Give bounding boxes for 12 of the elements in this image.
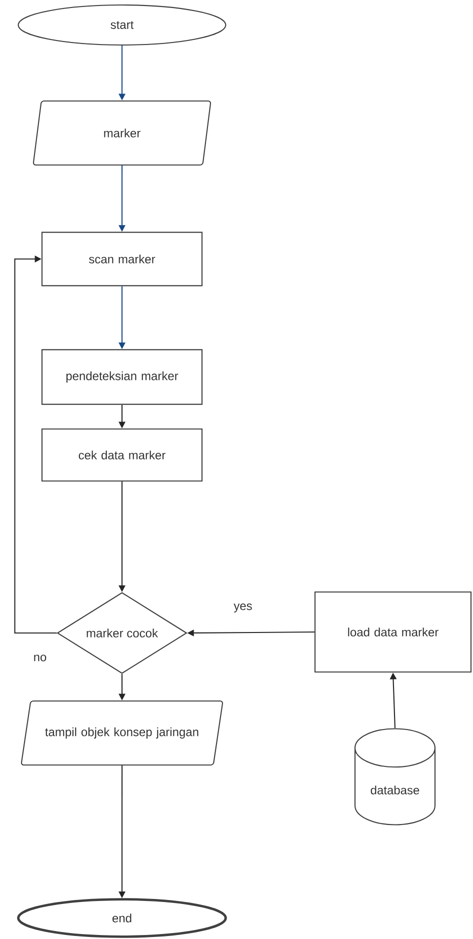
process-box: scan marker [41,232,203,286]
edge-label: yes [234,604,252,612]
arrow [14,256,57,634]
process-box: pendeteksian marker [41,349,203,405]
process-box: load data marker [314,591,472,673]
terminator-oval: start [18,4,226,46]
edge-label: no [34,654,46,662]
input-parallelogram: marker [32,100,212,166]
terminator-oval: end [17,898,227,938]
output-parallelogram: tampil objek konsep jaringan [20,700,224,766]
process-box: cek data marker [41,428,203,482]
database-cylinder: database [354,728,436,826]
